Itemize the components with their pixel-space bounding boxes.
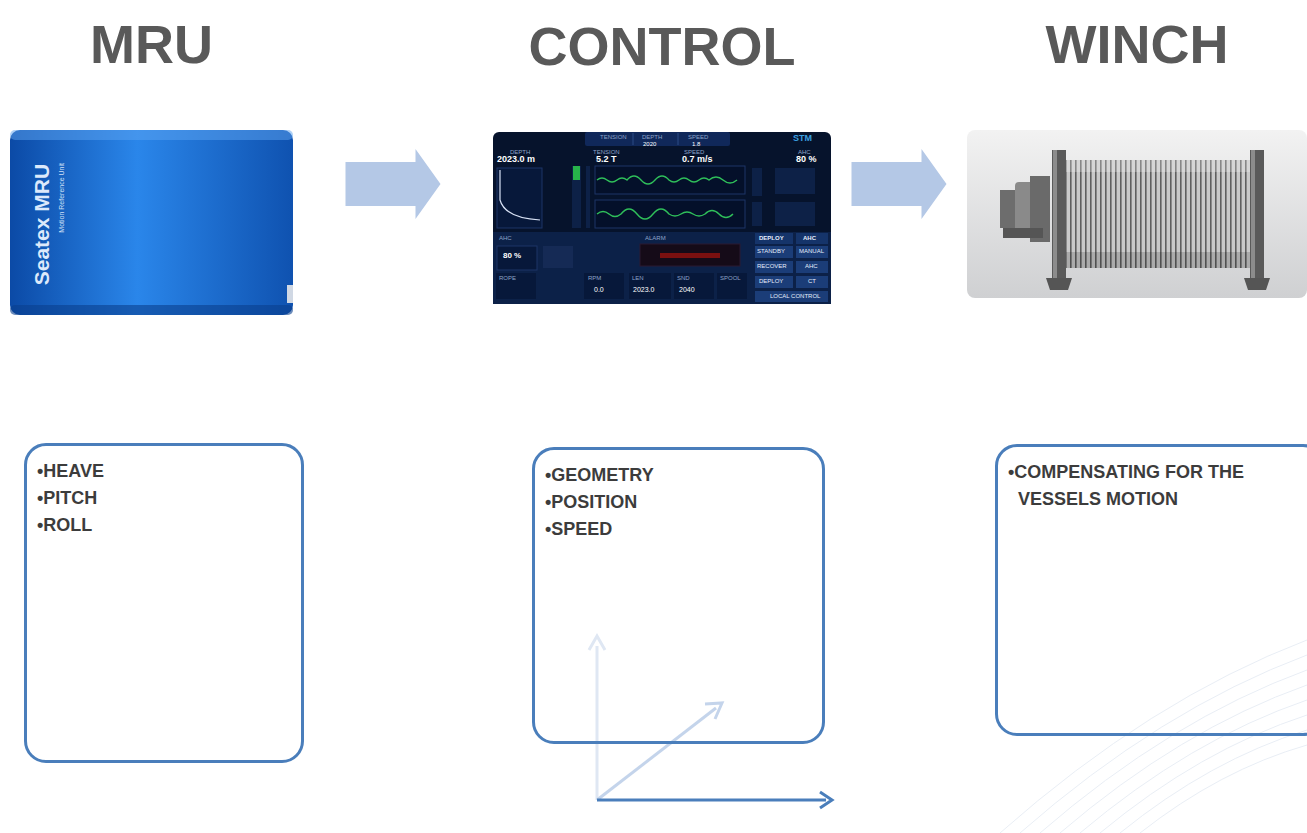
background-lines xyxy=(1000,640,1307,833)
device-label: Seatex MRU xyxy=(30,164,53,285)
control-screen xyxy=(493,132,831,304)
flow-arrow xyxy=(346,149,441,219)
screen-text: 0.7 m/s xyxy=(682,155,713,165)
winch-drum xyxy=(967,130,1307,298)
screen-text: 1.8 xyxy=(692,141,700,148)
feature-box: •HEAVE•PITCH•ROLL xyxy=(24,443,304,763)
feature-box: •GEOMETRY•POSITION•SPEED xyxy=(532,447,825,744)
screen-text: STANDBY xyxy=(757,248,785,255)
screen-text: 2020 xyxy=(643,141,656,148)
bullet-text: •SPEED xyxy=(545,516,815,543)
bullet-text: •HEAVE xyxy=(37,458,297,485)
mru-unit: MRUSeatex MRUMotion Reference Unit xyxy=(10,130,293,315)
screen-text: RECOVER xyxy=(757,263,787,270)
device-label: Motion Reference Unit xyxy=(58,163,66,233)
box-content: •HEAVE•PITCH•ROLL xyxy=(27,446,301,549)
bullet-text: •GEOMETRY xyxy=(545,462,815,489)
screen-text: CT xyxy=(808,278,816,285)
screen-text: SPEED xyxy=(688,134,708,141)
bullet-text: •POSITION xyxy=(545,489,815,516)
screen-text: 0.0 xyxy=(594,286,604,294)
screen-text: AHC xyxy=(805,263,818,270)
flow-arrow xyxy=(852,149,947,219)
screen-text: DEPLOY xyxy=(759,278,783,285)
screen-text: LOCAL CONTROL xyxy=(770,293,820,300)
screen-text: LEN xyxy=(632,275,644,282)
bullet-text: •PITCH xyxy=(37,485,297,512)
screen-text: AHC xyxy=(803,235,816,242)
screen-text: SND xyxy=(677,275,690,282)
screen-text: RPM xyxy=(588,275,601,282)
screen-text: 2040 xyxy=(679,286,695,294)
screen-text: TENSION xyxy=(600,134,627,141)
screen-text: ALARM xyxy=(645,235,666,242)
bullet-text: •ROLL xyxy=(37,512,297,539)
column-heading: WINCH xyxy=(1046,12,1229,77)
screen-text: AHC xyxy=(499,235,512,242)
screen-text: 80 % xyxy=(503,252,521,261)
box-content: •GEOMETRY•POSITION•SPEED xyxy=(535,450,822,553)
winch-unit: WINCH xyxy=(967,130,1307,298)
screen-text: SPOOL xyxy=(720,275,741,282)
screen-text: MANUAL xyxy=(799,248,824,255)
screen-text: STM xyxy=(793,134,812,144)
screen-text: DEPTH xyxy=(642,134,662,141)
screen-text: 2023.0 xyxy=(633,286,654,294)
bullet-text: •COMPENSATING FOR THE VESSELS MOTION xyxy=(1008,459,1306,513)
screen-text: 2023.0 m xyxy=(497,155,535,165)
screen-text: 5.2 T xyxy=(596,155,617,165)
screen-text: ROPE xyxy=(499,275,516,282)
screen-text: DEPLOY xyxy=(759,235,784,242)
mru-device xyxy=(10,130,293,315)
axes-symbol xyxy=(589,636,832,808)
screen-text: 80 % xyxy=(796,155,817,165)
feature-box: •COMPENSATING FOR THE VESSELS MOTION xyxy=(995,444,1307,736)
box-content: •COMPENSATING FOR THE VESSELS MOTION xyxy=(998,447,1307,523)
column-heading: CONTROL xyxy=(529,14,796,79)
column-heading: MRU xyxy=(90,12,213,77)
